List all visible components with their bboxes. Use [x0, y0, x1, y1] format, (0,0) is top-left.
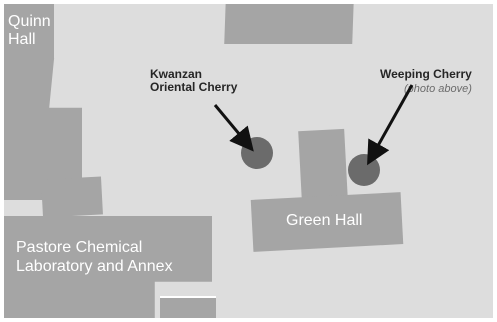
- label-pastore: Pastore Chemical Laboratory and Annex: [16, 239, 173, 275]
- tree-note-weeping: (photo above): [404, 83, 472, 95]
- arrow-weeping: [367, 84, 414, 166]
- label-quinn-hall: Quinn Hall: [8, 13, 51, 48]
- tree-label-kwanzan: Kwanzan Oriental Cherry: [150, 67, 238, 94]
- tree-label-weeping: Weeping Cherry: [380, 67, 472, 81]
- building-quinn-hall: [0, 0, 54, 58]
- label-green-hall: Green Hall: [286, 212, 363, 229]
- arrow-kwanzan: [213, 104, 254, 152]
- tree-marker-weeping[interactable]: [348, 154, 380, 186]
- building-bottom-partial: [160, 296, 216, 322]
